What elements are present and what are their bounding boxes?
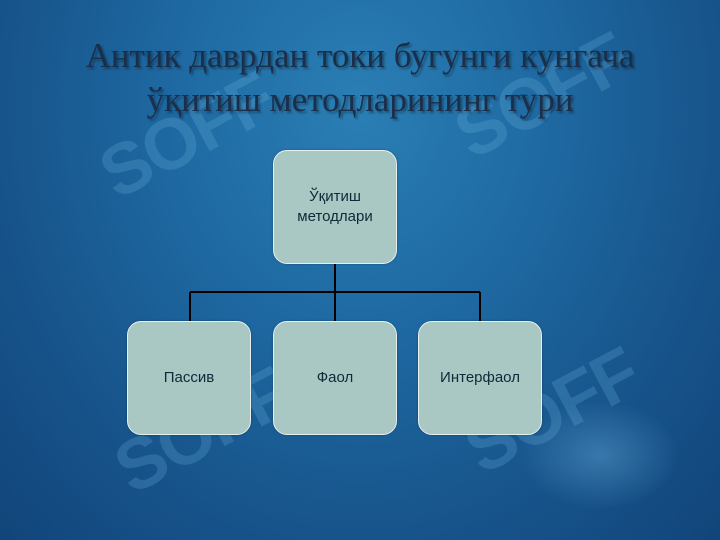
node-active-label: Фаол [316,369,354,386]
node-teaching-methods-label-2: методлари [297,208,373,225]
node-interactive-label: Интерфаол [440,369,520,386]
node-teaching-methods: Ўқитиш методлари [273,150,397,264]
slide-title-line-1: Антик даврдан токи бугунги кунгача [85,36,635,75]
background-glow [520,400,680,510]
slide-title: Антик даврдан токи бугунги кунгача ўқити… [0,34,720,122]
node-teaching-methods-label-1: Ўқитиш [309,188,361,205]
node-passive-label: Пассив [163,369,215,386]
node-passive: Пассив [127,321,251,435]
node-active: Фаол [273,321,397,435]
slide-title-line-2: ўқитиш методларининг тури [146,80,574,119]
node-interactive: Интерфаол [418,321,542,435]
